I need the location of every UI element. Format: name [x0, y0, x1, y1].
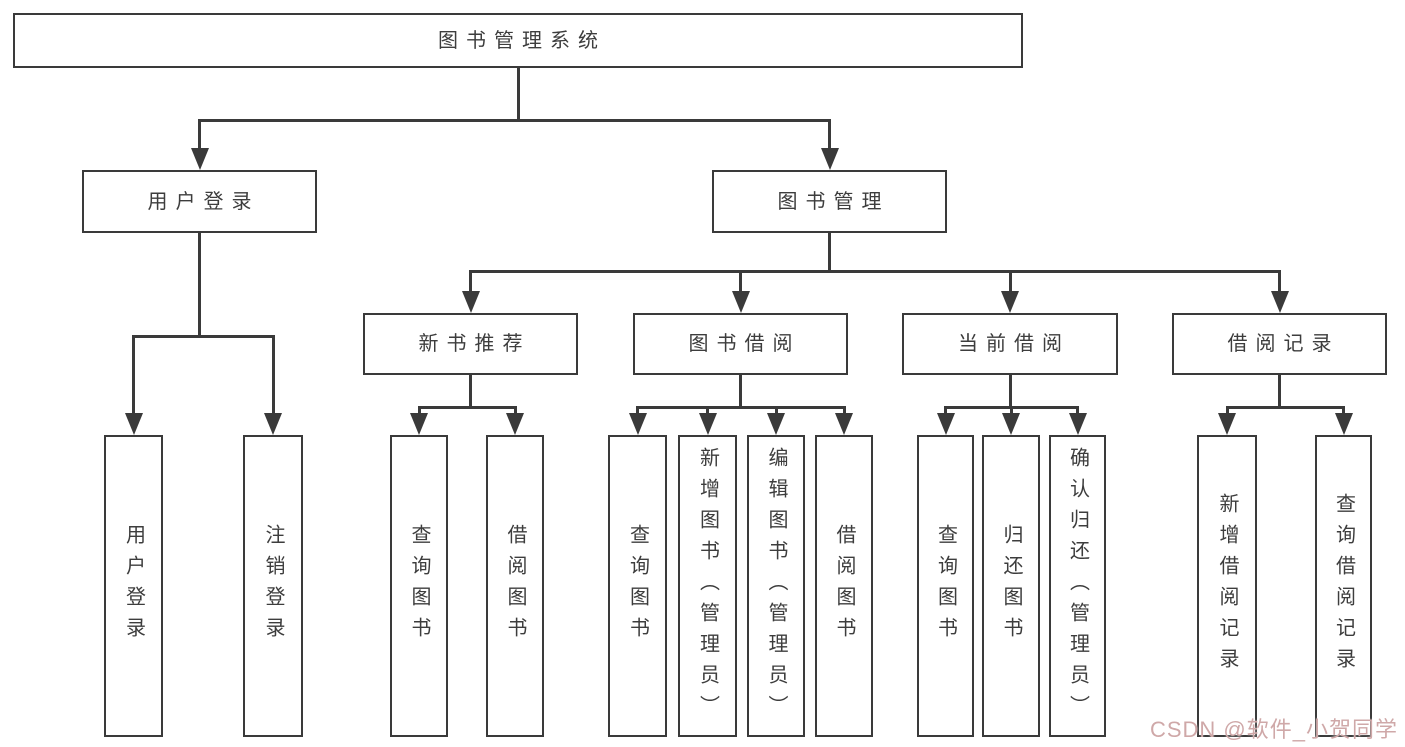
arrow-down-icon [936, 413, 955, 435]
connector-bar [198, 118, 831, 122]
connector-stem [828, 233, 831, 273]
node-current-borrow: 当前借阅 [902, 313, 1118, 375]
arrow-down-icon [461, 291, 480, 313]
connector-stem [1278, 375, 1281, 409]
node-rec-borrow-book: 借阅图书 [486, 435, 544, 737]
arrow-down-icon [835, 413, 853, 435]
arrow-down-icon [1334, 413, 1353, 435]
node-new-book-rec: 新书推荐 [363, 313, 578, 375]
node-label: 图书管理 [777, 190, 890, 213]
connector-drop [417, 407, 421, 417]
node-label: 当前借阅 [958, 333, 1070, 355]
connector-bar [417, 405, 517, 409]
arrow-down-icon [820, 148, 839, 170]
connector-drop [944, 407, 947, 417]
connector-stem [469, 375, 472, 409]
node-book-mgmt: 图书管理 [712, 170, 947, 233]
arrow-down-icon [264, 413, 282, 435]
connector-stem [198, 233, 201, 338]
node-bb-borrow-book: 借阅图书 [815, 435, 873, 737]
node-label: 查询图书 [626, 524, 649, 648]
node-label: 用户登录 [122, 524, 145, 648]
arrow-down-icon [1068, 413, 1087, 435]
node-label: 用户登录 [147, 190, 260, 213]
node-cb-confirm-return: 确认归还（管理员） [1049, 435, 1106, 737]
node-label: 借阅图书 [833, 524, 855, 648]
node-cb-query-book: 查询图书 [917, 435, 974, 737]
node-br-query-record: 查询借阅记录 [1315, 435, 1372, 737]
arrow-down-icon [767, 413, 785, 435]
watermark: CSDN @软件_小贺同学 [1149, 717, 1398, 742]
node-label: 注销登录 [262, 524, 284, 648]
arrow-down-icon [731, 291, 750, 313]
arrow-down-icon [1002, 413, 1020, 435]
node-root: 图书管理系统 [13, 13, 1023, 68]
node-label: 查询图书 [934, 524, 957, 648]
connector-drop [739, 271, 742, 295]
connector-drop [132, 336, 135, 417]
arrow-down-icon [628, 413, 647, 435]
node-book-borrow: 图书借阅 [633, 313, 848, 375]
arrow-down-icon [1218, 413, 1236, 435]
arrow-down-icon [190, 148, 209, 170]
arrow-down-icon [124, 413, 143, 435]
arrow-down-icon [410, 413, 428, 435]
node-label: 图书借阅 [688, 333, 801, 355]
connector-stem [516, 68, 520, 122]
connector-bar [1225, 405, 1345, 409]
connector-drop [1342, 407, 1345, 417]
connector-bar [132, 334, 275, 338]
node-label: 编辑图书（管理员） [765, 446, 787, 726]
node-cb-return-book: 归还图书 [982, 435, 1040, 737]
connector-drop [636, 407, 639, 417]
connector-drop [513, 407, 517, 417]
connector-bar [469, 269, 1281, 273]
node-borrow-records: 借阅记录 [1172, 313, 1387, 375]
connector-drop [1009, 407, 1013, 417]
arrow-down-icon [1270, 291, 1289, 313]
node-label: 归还图书 [1000, 524, 1022, 648]
node-bb-query-book: 查询图书 [608, 435, 667, 737]
connector-drop [469, 271, 472, 295]
connector-drop [198, 120, 201, 152]
connector-bar [636, 405, 846, 409]
connector-drop [828, 120, 831, 152]
arrow-down-icon [698, 413, 717, 435]
connector-drop [706, 407, 709, 417]
connector-drop [1008, 271, 1012, 295]
connector-drop [1225, 407, 1229, 417]
connector-drop [842, 407, 846, 417]
node-label: 图书管理系统 [438, 29, 606, 52]
node-login-action: 用户登录 [104, 435, 163, 737]
connector-drop [774, 407, 778, 417]
node-label: 查询图书 [408, 524, 430, 648]
connector-stem [739, 375, 742, 409]
arrow-down-icon [1001, 291, 1019, 313]
connector-stem [1008, 375, 1012, 409]
node-label: 新增借阅记录 [1216, 493, 1238, 679]
node-label: 查询借阅记录 [1332, 493, 1355, 679]
node-bb-add-book: 新增图书（管理员） [678, 435, 737, 737]
node-bb-edit-book: 编辑图书（管理员） [747, 435, 805, 737]
connector-drop [1076, 407, 1079, 417]
arrow-down-icon [506, 413, 524, 435]
node-label: 借阅图书 [504, 524, 526, 648]
connector-drop [1278, 271, 1281, 295]
node-logout-action: 注销登录 [243, 435, 303, 737]
node-label: 新书推荐 [418, 333, 531, 355]
node-rec-query-book: 查询图书 [390, 435, 448, 737]
node-br-add-record: 新增借阅记录 [1197, 435, 1257, 737]
connector-drop [271, 336, 275, 417]
node-label: 确认归还（管理员） [1066, 446, 1089, 726]
node-user-login: 用户登录 [82, 170, 317, 233]
node-label: 借阅记录 [1227, 333, 1340, 355]
node-label: 新增图书（管理员） [696, 446, 719, 726]
